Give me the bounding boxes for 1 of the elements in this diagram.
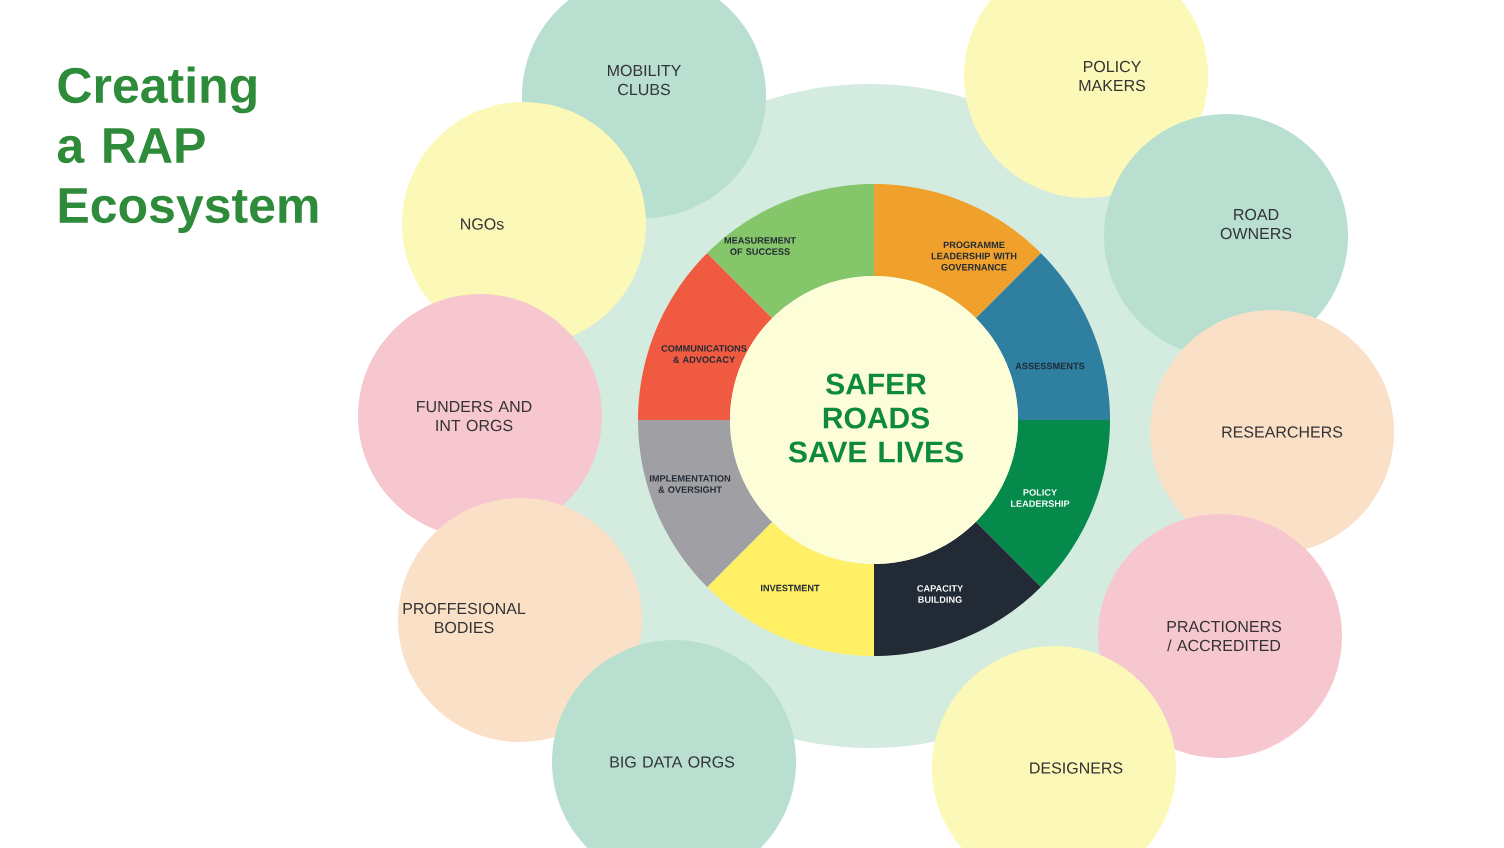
- title: Creating a RAP Ecosystem: [57, 66, 318, 233]
